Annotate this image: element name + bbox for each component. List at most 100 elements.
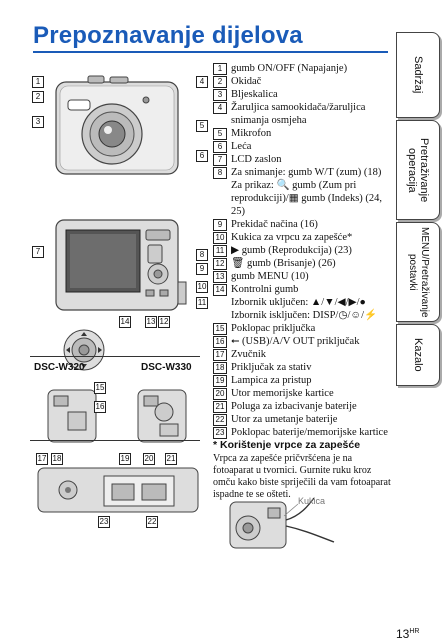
page-number: 13HR xyxy=(396,627,419,641)
callout-22: 22 xyxy=(146,516,158,528)
item-number: 18 xyxy=(213,362,227,374)
callout-19: 19 xyxy=(119,453,131,465)
strap-illustration xyxy=(229,497,335,549)
page-number-suffix: HR xyxy=(409,628,420,635)
item-text: Poluga za izbacivanje baterije xyxy=(231,401,357,412)
callout-21: 21 xyxy=(165,453,177,465)
item-number: 6 xyxy=(213,141,227,153)
list-item: 7 LCD zaslon xyxy=(213,153,393,166)
title-rule xyxy=(33,51,388,53)
item-text: Za snimanje: gumb W/T (zum) (18) Za prik… xyxy=(231,167,383,217)
tab-contents-label: Sadržaj xyxy=(412,56,424,94)
item-number: 20 xyxy=(213,388,227,400)
tab-index[interactable]: Kazalo xyxy=(396,324,440,386)
camera-side-views xyxy=(47,389,187,443)
callout-12: 12 xyxy=(158,316,170,328)
item-text: Utor memorijske kartice xyxy=(231,388,334,399)
item-text: Priključak za stativ xyxy=(231,362,312,373)
tab-menu-settings-search[interactable]: MENU/Pretraživanje postavki xyxy=(396,222,440,322)
list-item: 15 Poklopac priključka xyxy=(213,322,393,335)
list-item: 11▶ gumb (Reprodukcija) (23) xyxy=(213,244,393,257)
callout-2: 2 xyxy=(32,91,44,103)
list-item: 22 Utor za umetanje baterije xyxy=(213,413,393,426)
callout-16: 16 xyxy=(94,401,106,413)
callout-1: 1 xyxy=(32,76,44,88)
callout-13: 13 xyxy=(145,316,157,328)
tab-contents[interactable]: Sadržaj xyxy=(396,32,440,118)
item-text: Zvučnik xyxy=(231,349,266,360)
item-number: 3 xyxy=(213,89,227,101)
model-label-w330: DSC-W330 xyxy=(141,362,192,373)
item-number: 21 xyxy=(213,401,227,413)
callout-18: 18 xyxy=(51,453,63,465)
list-item: 13 gumb MENU (10) xyxy=(213,270,393,283)
camera-front-view xyxy=(55,75,179,175)
item-number: 10 xyxy=(213,232,227,244)
item-text: LCD zaslon xyxy=(231,154,282,165)
item-number: 5 xyxy=(213,128,227,140)
strap-note-body: Vrpca za zapešće pričvršćena je na fotoa… xyxy=(213,453,391,500)
item-text: gumb ON/OFF (Napajanje) xyxy=(231,63,348,74)
item-number: 23 xyxy=(213,427,227,439)
strap-note-heading: * Korištenje vrpce za zapešće xyxy=(213,439,361,451)
item-text: Kukica za vrpcu za zapešće* xyxy=(231,232,353,243)
callout-8: 8 xyxy=(196,249,208,261)
item-number: 17 xyxy=(213,349,227,361)
callout-17: 17 xyxy=(36,453,48,465)
item-number: 14 xyxy=(213,284,227,296)
list-item: 20 Utor memorijske kartice xyxy=(213,387,393,400)
item-number: 8 xyxy=(213,167,227,179)
item-text: Žaruljica samookidača/žaruljica snimanja… xyxy=(231,102,366,126)
item-text: 🗑 gumb (Brisanje) (26) xyxy=(231,258,336,269)
item-number: 19 xyxy=(213,375,227,387)
camera-parts-figure xyxy=(37,75,199,513)
list-item: 14 Kontrolni gumb Izbornik uključen: ▲/▼/… xyxy=(213,283,393,322)
list-item: 1 gumb ON/OFF (Napajanje) xyxy=(213,62,393,75)
item-number: 22 xyxy=(213,414,227,426)
list-item: 12🗑 gumb (Brisanje) (26) xyxy=(213,257,393,270)
item-number: 4 xyxy=(213,102,227,114)
item-text: Utor za umetanje baterije xyxy=(231,414,338,425)
callout-4: 4 xyxy=(196,76,208,88)
item-text: ⭠ (USB)/A/V OUT priključak xyxy=(231,336,360,347)
list-item: 18 Priključak za stativ xyxy=(213,361,393,374)
item-number: 2 xyxy=(213,76,227,88)
callout-15: 15 xyxy=(94,382,106,394)
item-text: Leća xyxy=(231,141,252,152)
list-item: 21 Poluga za izbacivanje baterije xyxy=(213,400,393,413)
callout-6: 6 xyxy=(196,150,208,162)
tab-operation-search-label: Pretraživanje operacija xyxy=(406,137,430,203)
item-number: 9 xyxy=(213,219,227,231)
list-item: 17 Zvučnik xyxy=(213,348,393,361)
camera-bottom-view xyxy=(37,467,199,513)
list-item: 6 Leća xyxy=(213,140,393,153)
item-text: Lampica za pristup xyxy=(231,375,312,386)
hook-label: Kukica xyxy=(298,496,326,506)
item-number: 1 xyxy=(213,63,227,75)
item-number: 7 xyxy=(213,154,227,166)
item-number: 13 xyxy=(213,271,227,283)
item-number: 16 xyxy=(213,336,227,348)
tab-menu-settings-search-label: MENU/Pretraživanje postavki xyxy=(407,226,430,318)
item-text: Poklopac priključka xyxy=(231,323,316,334)
page-title: Prepoznavanje dijelova xyxy=(33,22,303,49)
item-text: ▶ gumb (Reprodukcija) (23) xyxy=(231,245,352,256)
item-text: Mikrofon xyxy=(231,128,272,139)
item-text: Prekidač načina (16) xyxy=(231,219,318,230)
callout-11: 11 xyxy=(196,297,208,309)
list-item: 8 Za snimanje: gumb W/T (zum) (18) Za pri… xyxy=(213,166,393,218)
item-number: 15 xyxy=(213,323,227,335)
item-text: gumb MENU (10) xyxy=(231,271,309,282)
callout-20: 20 xyxy=(143,453,155,465)
list-item: 10 Kukica za vrpcu za zapešće* xyxy=(213,231,393,244)
tab-operation-search[interactable]: Pretraživanje operacija xyxy=(396,120,440,220)
item-text: Kontrolni gumb Izbornik uključen: ▲/▼/◀/… xyxy=(231,284,378,321)
model-label-w320: DSC-W320 xyxy=(34,362,85,373)
figure-divider xyxy=(30,356,200,357)
item-text: Poklopac baterije/memorijske kartice xyxy=(231,427,388,438)
list-item: 16 ⭠ (USB)/A/V OUT priključak xyxy=(213,335,393,348)
list-item: 9 Prekidač načina (16) xyxy=(213,218,393,231)
